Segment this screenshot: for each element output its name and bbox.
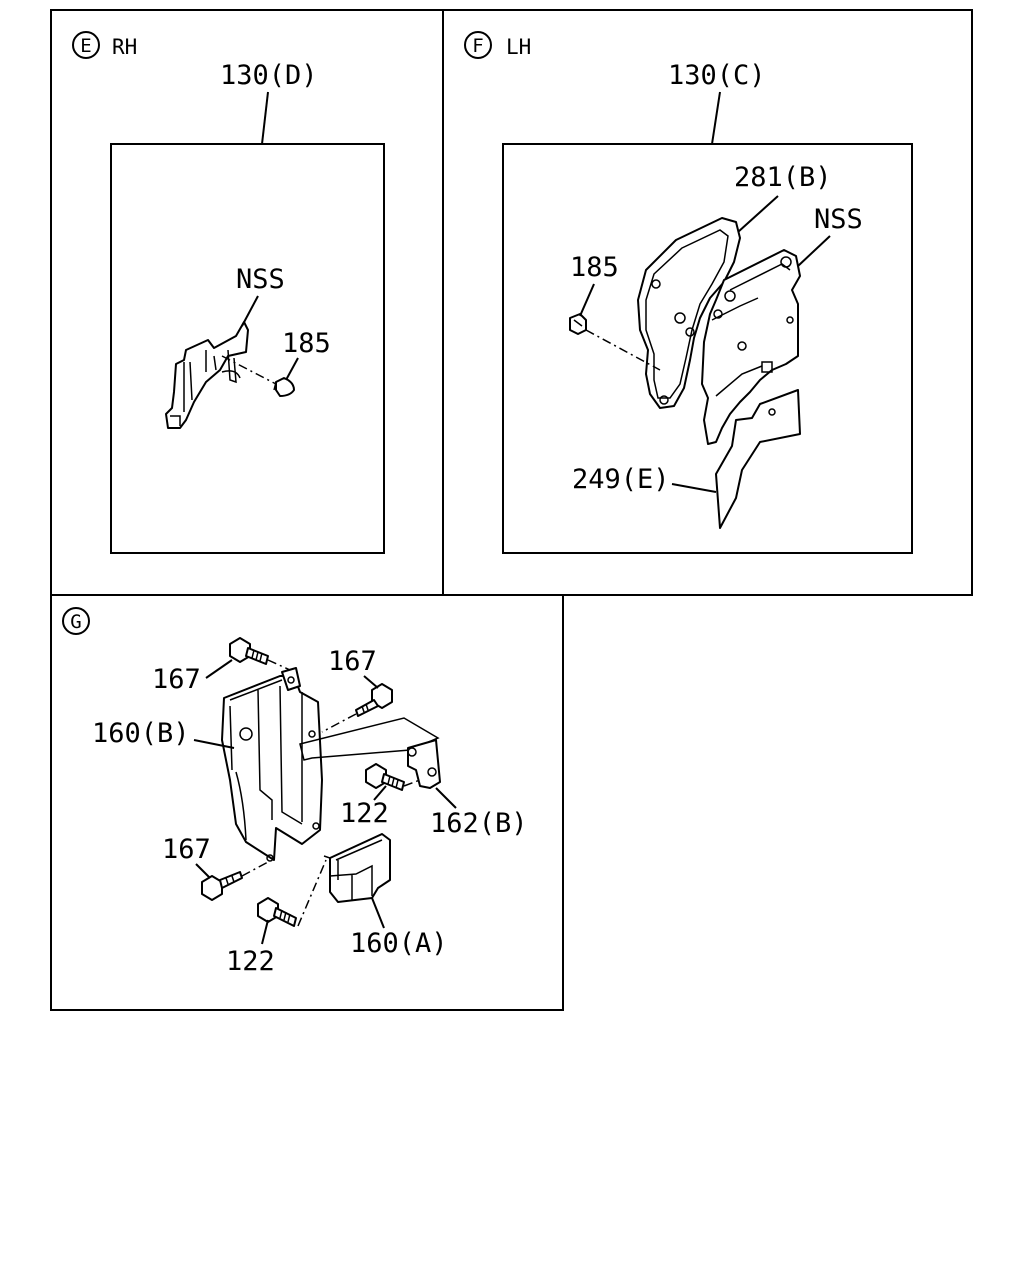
panel-e-side: RH [112, 35, 137, 59]
panel-f-bracket [701, 249, 801, 445]
panel-e-clip-185 [273, 377, 295, 397]
panel-g-bolt-tr-centerline [321, 713, 357, 733]
panel-e-clip-label: 185 [282, 328, 331, 359]
panel-f-clip-label: 185 [570, 252, 619, 283]
panel-g-bolt-tl-leader [205, 659, 233, 679]
panel-g-bolt-mid-centerline [403, 779, 421, 787]
panel-f-frame [442, 9, 973, 596]
panel-g-162b-leader [435, 787, 457, 809]
panel-g-bracket-a [323, 833, 391, 903]
panel-g-bracket-a-leader [371, 897, 385, 929]
panel-g-bracket-b [221, 667, 323, 862]
panel-f-clip-185 [569, 313, 587, 335]
panel-g-bolt-167-lower-left [201, 871, 243, 901]
panel-g-bolt-122-bottom [257, 897, 297, 927]
panel-g-marker: G [70, 611, 81, 633]
panel-g-bolt-top-right-label: 167 [328, 646, 377, 677]
panel-f-gasket [637, 217, 741, 409]
panel-f-gasket-leader [737, 195, 779, 233]
panel-f-cover-label: 249(E) [572, 464, 670, 495]
panel-e-nss-leader [241, 295, 259, 327]
panel-g-bolt-167-top-left [229, 637, 269, 665]
panel-g-bracket-162b-label: 162(B) [430, 808, 528, 839]
panel-f-side: LH [506, 35, 531, 59]
panel-g-bolt-122-middle [365, 763, 405, 791]
panel-g-bolt-bottom-leader [261, 919, 269, 945]
panel-g-bolt-middle-label: 122 [340, 798, 389, 829]
panel-f-nss-label: NSS [814, 204, 863, 235]
panel-e-main-part-label: 130(D) [220, 60, 318, 91]
panel-g-bolt-bottom-label: 122 [226, 946, 275, 977]
panel-g-bracket-b-leader [193, 739, 235, 749]
panel-e-clip-leader [285, 357, 299, 381]
panel-f: F LH 130(C) 281(B) NSS [442, 9, 973, 596]
panel-e-bracket [165, 321, 249, 429]
panel-g-bolt-tl-centerline [267, 659, 291, 671]
panel-g-bolt-mid-leader [373, 785, 387, 801]
panel-g-bolt-lower-left-label: 167 [162, 834, 211, 865]
panel-f-inner-frame [502, 143, 913, 554]
panel-f-clip-leader [579, 283, 595, 317]
panel-f-main-leader [711, 91, 721, 145]
panel-g-bolt-ll-leader [195, 863, 211, 879]
panel-f-cover-leader [671, 483, 717, 493]
panel-f-marker: F [472, 35, 483, 57]
panel-g-bolt-top-left-label: 167 [152, 664, 201, 695]
panel-e-nss-label: NSS [236, 264, 285, 295]
panel-g-frame [50, 594, 564, 1011]
panel-g-bolt-167-top-right [355, 683, 393, 717]
panel-e-marker-circle [72, 31, 100, 59]
panel-e-inner-frame [110, 143, 385, 554]
panel-e-marker: E [80, 35, 91, 57]
panel-f-gasket-label: 281(B) [734, 162, 832, 193]
panel-g: G 160(B) 167 167 [50, 594, 564, 1011]
panel-f-nss-leader [797, 235, 831, 267]
panel-f-cover [715, 389, 801, 529]
panel-f-marker-circle [464, 31, 492, 59]
panel-e-main-leader [261, 91, 269, 145]
panel-g-bolt-tr-leader [363, 675, 379, 689]
panel-e: E RH 130(D) NSS 185 [50, 9, 444, 596]
panel-f-main-part-label: 130(C) [668, 60, 766, 91]
panel-f-clip-centerline [585, 329, 661, 371]
panel-g-bracket-162b [299, 717, 441, 789]
panel-g-bracket-a-centerline [297, 859, 327, 927]
panel-g-bracket-a-label: 160(A) [350, 928, 448, 959]
panel-g-marker-circle [62, 607, 90, 635]
panel-g-bracket-b-label: 160(B) [92, 718, 190, 749]
panel-g-bolt-ll-centerline [241, 861, 269, 877]
